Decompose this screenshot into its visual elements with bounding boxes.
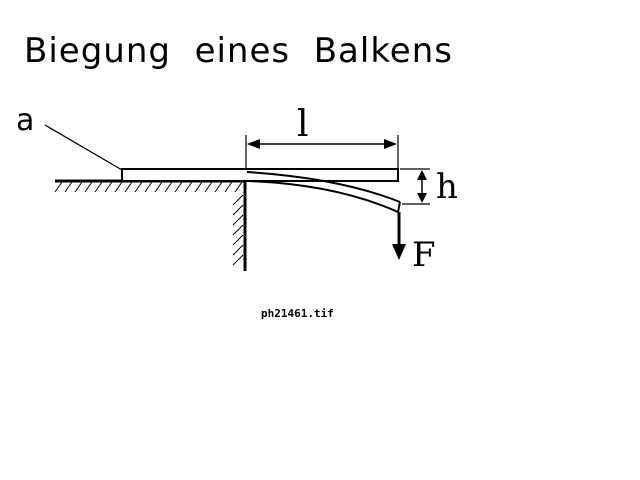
beam-deflected xyxy=(246,171,401,203)
force-arrow-head xyxy=(392,244,406,260)
dim-h-arrow-bottom xyxy=(417,193,427,203)
label-a: a xyxy=(16,103,34,138)
wall-hatching xyxy=(232,194,244,266)
label-l: l xyxy=(297,104,309,145)
beam-undeformed xyxy=(121,168,399,182)
label-h: h xyxy=(436,167,458,207)
surface-hatching xyxy=(54,181,243,193)
beam-deflected-lower xyxy=(246,180,399,213)
dim-l-arrow-left xyxy=(247,139,260,149)
caption-filename: ph21461.tif xyxy=(261,307,334,320)
dim-h-arrow-top xyxy=(417,170,427,180)
leader-line-a xyxy=(44,124,123,171)
dim-l-arrow-right xyxy=(384,139,397,149)
beam-deflected-end xyxy=(397,201,401,213)
page-title: Biegung eines Balkens xyxy=(24,31,453,71)
label-F: F xyxy=(412,235,436,275)
